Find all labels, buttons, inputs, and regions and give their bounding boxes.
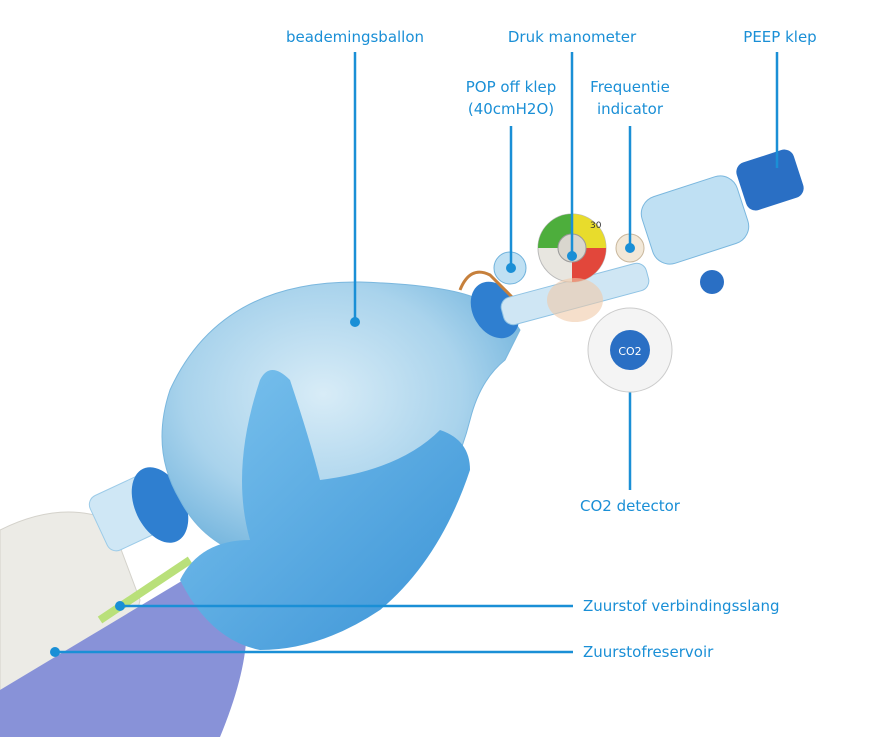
bag-neck xyxy=(470,281,520,339)
label-pop-off-line2: (40cmH2O) xyxy=(467,100,555,118)
gauge-reading: 30 xyxy=(590,221,602,231)
label-breathing-bag: beademingsballon xyxy=(285,28,425,46)
label-pressure-manometer: Druk manometer xyxy=(507,28,637,46)
peep-valve-body xyxy=(640,175,750,265)
label-pop-off-line1: POP off klep xyxy=(465,78,557,96)
oxygen-tube xyxy=(97,556,193,624)
sleeve xyxy=(0,570,247,737)
label-frequency-indicator: Frequentie indicator xyxy=(590,76,670,120)
label-oxygen-reservoir: Zuurstofreservoir xyxy=(583,643,714,661)
label-frequency-line2: indicator xyxy=(596,100,664,118)
co2-indicator xyxy=(610,330,650,370)
label-peep-valve: PEEP klep xyxy=(743,28,817,46)
co2-badge: CO2 xyxy=(618,345,641,358)
label-pop-off-valve: POP off klep (40cmH2O) xyxy=(466,76,557,120)
label-oxygen-tube: Zuurstof verbindingsslang xyxy=(583,597,780,615)
label-co2-detector: CO2 detector xyxy=(580,497,680,515)
peep-valve-cap xyxy=(736,149,804,211)
bag-clip xyxy=(458,270,517,302)
glove xyxy=(180,370,470,650)
leader-lines xyxy=(50,52,779,657)
label-frequency-line1: Frequentie xyxy=(590,78,670,96)
